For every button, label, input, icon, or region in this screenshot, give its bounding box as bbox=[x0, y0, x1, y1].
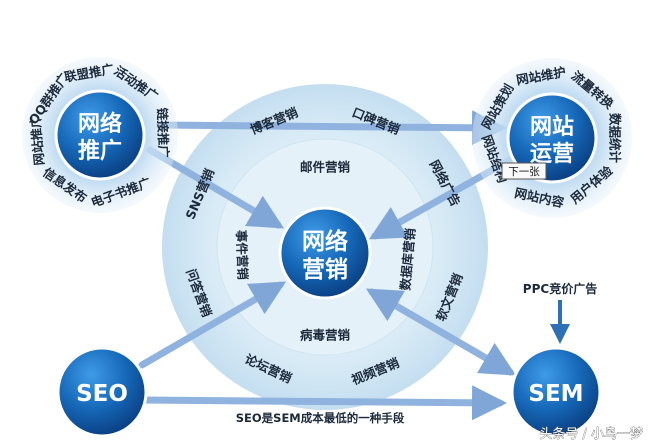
node-seo-label: SEO bbox=[76, 381, 128, 407]
ring-inner-label-1: 数据库营销 bbox=[397, 227, 418, 292]
node-seo: SEO bbox=[56, 346, 148, 438]
ring-inner-label-2: 病毒营销 bbox=[300, 328, 351, 343]
seo-sem-caption: SEO是SEM成本最低的一种手段 bbox=[236, 411, 405, 425]
node-center: 网络 营销 bbox=[278, 206, 372, 300]
ring-inner-label-0: 邮件营销 bbox=[300, 160, 351, 175]
center-line2: 营销 bbox=[302, 257, 348, 283]
node-operation-line1: 网站 bbox=[530, 115, 574, 140]
watermark: 头条号 / 小鸟一梦 bbox=[539, 426, 643, 442]
node-promotion: 网络 推广 bbox=[54, 89, 146, 181]
node-operation: 网站 运营 bbox=[506, 92, 598, 184]
operation-arc-label-3: 数据统计 bbox=[608, 112, 623, 164]
node-sem: SEM bbox=[510, 346, 602, 438]
connector-arrows bbox=[138, 110, 517, 421]
node-promotion-line1: 网络 bbox=[78, 111, 122, 137]
arrow-sem-to-center bbox=[365, 288, 517, 376]
ring-inner-label-3: 事件营销 bbox=[234, 230, 251, 281]
arrow-seo-to-center bbox=[138, 281, 287, 369]
tooltip: 下一张 bbox=[501, 162, 547, 180]
node-promotion-line2: 推广 bbox=[78, 138, 122, 164]
ppc-label: PPC竞价广告 bbox=[523, 281, 597, 296]
center-line1: 网络 bbox=[302, 228, 348, 255]
node-sem-label: SEM bbox=[528, 381, 583, 407]
promotion-arc-label-4: 链接推广 bbox=[155, 108, 172, 159]
tooltip-text: 下一张 bbox=[508, 166, 540, 178]
arrow-promotion-to-operation bbox=[156, 110, 507, 146]
promotion-arc-label-0: 网站推广 bbox=[28, 114, 47, 166]
arrow-seo-to-sem bbox=[138, 385, 507, 421]
